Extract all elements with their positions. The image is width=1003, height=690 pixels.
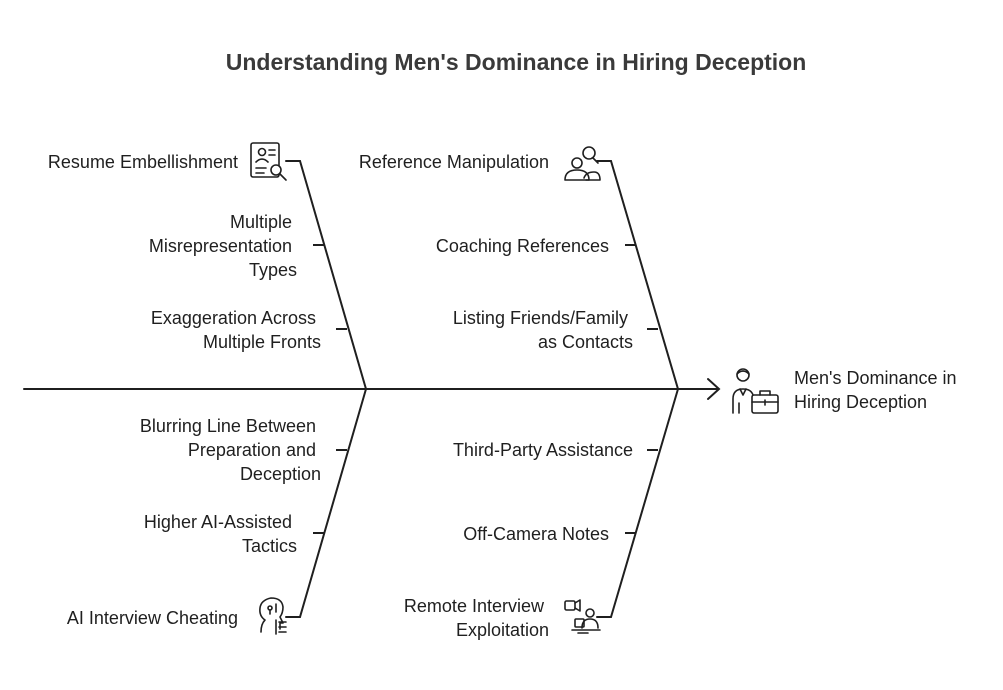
bone-remote — [596, 388, 679, 618]
ai-head-icon — [259, 597, 287, 635]
category-label-resume: Resume Embellishment — [48, 152, 238, 172]
cause-label: Off-Camera Notes — [463, 524, 609, 544]
category-label-reference: Reference Manipulation — [359, 152, 549, 172]
bone-ai — [285, 388, 367, 618]
category-label-ai: AI Interview Cheating — [67, 608, 238, 628]
category-label-remote: Remote Interview Exploitation — [404, 596, 549, 640]
people-search-icon — [564, 146, 601, 181]
businessman-briefcase-icon — [732, 368, 779, 414]
cause-label: Third-Party Assistance — [453, 440, 633, 460]
cause-label: Higher AI-Assisted Tactics — [144, 512, 297, 556]
effect-label: Men's Dominance in Hiring Deception — [794, 368, 962, 412]
bone-reference — [596, 160, 679, 390]
cause-label: Coaching References — [436, 236, 609, 256]
cause-label: Blurring Line Between Preparation and De… — [140, 416, 321, 484]
video-call-person-icon — [564, 599, 601, 634]
spine-arrowhead — [707, 378, 721, 400]
cause-label: Exaggeration Across Multiple Fronts — [151, 308, 321, 352]
cause-label: Multiple Misrepresentation Types — [149, 212, 297, 280]
resume-search-icon — [250, 142, 287, 181]
cause-label: Listing Friends/Family as Contacts — [453, 308, 633, 352]
bone-resume — [285, 160, 367, 390]
diagram-title: Understanding Men's Dominance in Hiring … — [226, 49, 807, 75]
